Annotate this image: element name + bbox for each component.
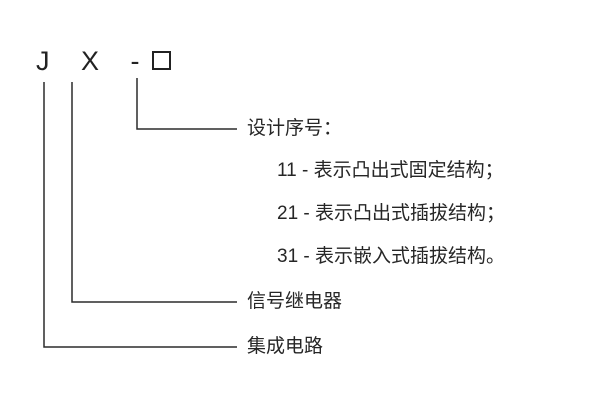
connector-line-integrated-circuit [43,82,237,348]
design-serial-label: 设计序号： [247,118,343,139]
signal-relay-label: 信号继电器 [247,291,343,312]
serial-item-31: 31 - 表示嵌入式插拔结构。 [277,246,506,267]
placeholder-box-icon [151,50,171,70]
connector-line-design-serial [136,78,237,130]
integrated-circuit-label: 集成电路 [247,336,324,357]
connector-line-signal-relay [71,82,237,303]
model-prefix-text: J X - [36,46,152,76]
serial-item-11: 11 - 表示凸出式固定结构； [277,160,504,181]
model-code: J X - [36,48,171,75]
serial-item-21: 21 - 表示凸出式插拔结构； [277,203,506,224]
